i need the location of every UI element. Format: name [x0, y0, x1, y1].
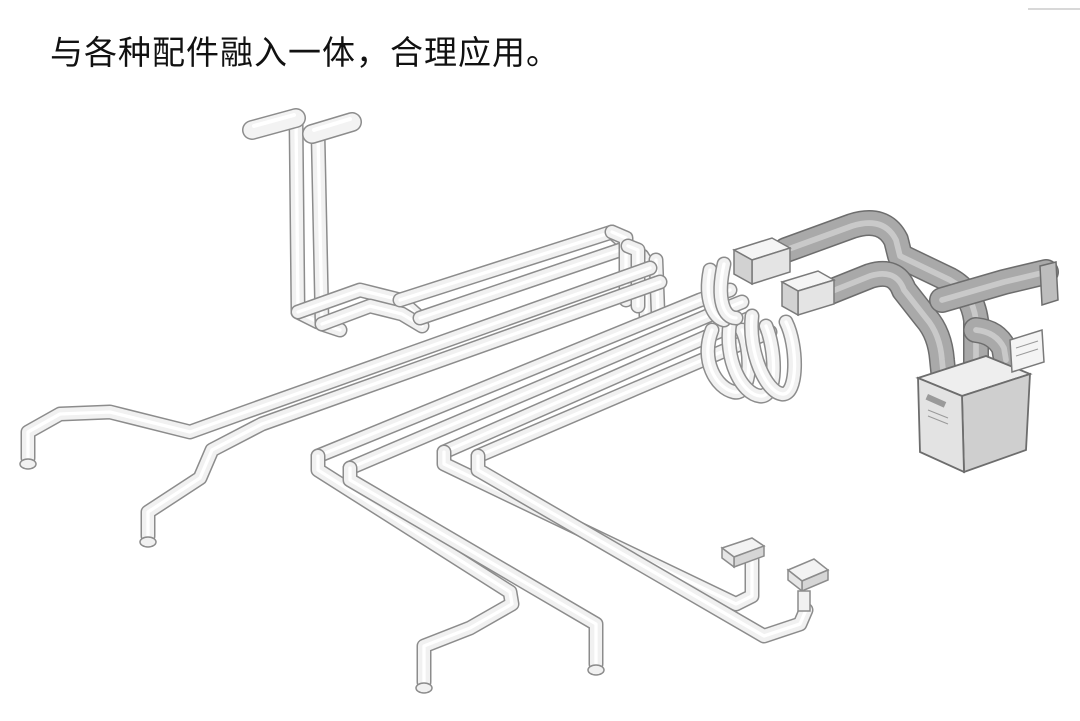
corner-mark — [1028, 0, 1080, 10]
end-caps — [242, 108, 362, 144]
pipe-roof-run-2 — [314, 298, 430, 334]
pipe-down-right-2 — [470, 448, 814, 644]
caption-text: 与各种配件融入一体，合理应用。 — [50, 33, 560, 72]
pipe-down-right-1 — [436, 444, 760, 612]
ventilation-unit-icon — [915, 355, 1033, 474]
roof-terminal-left — [242, 108, 306, 140]
pipe-long-run-mid — [140, 274, 668, 544]
pipe-roof-run-1 — [290, 282, 428, 326]
wall-grille-icon — [1009, 261, 1059, 374]
main-duct-network — [773, 210, 1059, 393]
pipe-down-left-1 — [310, 448, 520, 690]
pipe-long-run-left — [20, 260, 658, 466]
floor-outlet-icon — [415, 682, 433, 694]
pipe-loop-2 — [721, 314, 781, 404]
pipe-loop-5 — [713, 256, 744, 326]
supply-pipe-network — [19, 110, 814, 694]
duct-exhaust-right — [929, 259, 1059, 313]
distribution-box-lower — [780, 270, 836, 317]
floor-outlet-icon — [587, 664, 605, 676]
distribution-box-upper — [732, 237, 792, 286]
pipe-down-left-2 — [342, 460, 604, 672]
duct-supply-lower — [817, 260, 957, 393]
roof-terminal-right — [302, 112, 362, 144]
pipe-loop-4 — [700, 262, 732, 328]
floor-grille-left — [720, 537, 766, 569]
floor-outlet-icon — [139, 536, 157, 548]
floor-outlet-icon — [19, 458, 37, 470]
duct-supply-upper — [773, 210, 989, 383]
pipe-roof-riser-1 — [254, 110, 326, 330]
duct-exhaust-down — [963, 317, 1019, 373]
floor-grille-right — [786, 558, 830, 612]
pipe-loop-3 — [743, 308, 802, 402]
